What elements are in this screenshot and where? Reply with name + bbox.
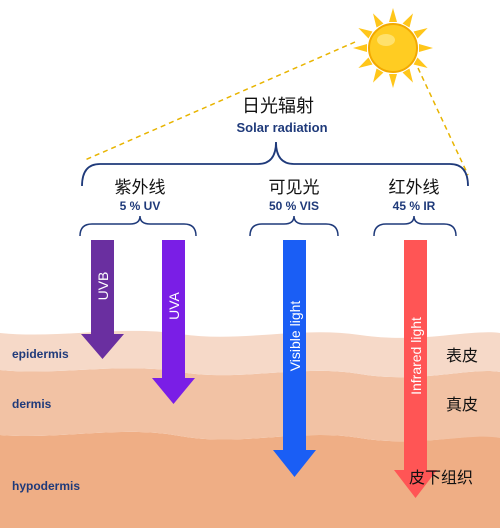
group-uv-en: 5 % UV xyxy=(120,199,161,213)
dermis-zh-label: 真皮 xyxy=(446,395,478,414)
epidermis-label: epidermis xyxy=(12,347,69,361)
sun-ray-left xyxy=(84,41,356,161)
uva-arrow xyxy=(152,240,195,404)
sun-icon xyxy=(353,8,433,88)
dermis-label: dermis xyxy=(12,397,52,411)
title-zh: 日光辐射 xyxy=(242,96,314,117)
ir-bracket xyxy=(373,215,457,237)
vis-bracket xyxy=(249,215,339,237)
main-bracket xyxy=(81,141,469,187)
group-vis-en: 50 % VIS xyxy=(269,199,319,213)
epidermis-zh-label: 表皮 xyxy=(446,346,478,365)
uv-bracket xyxy=(79,215,197,237)
group-ir-en: 45 % IR xyxy=(393,199,436,213)
dermis-layer xyxy=(0,368,500,442)
sun-ray-right xyxy=(417,67,469,176)
hypodermis-layer xyxy=(0,431,500,528)
visible-light-arrow xyxy=(273,240,316,477)
infrared-light-label: Infrared light xyxy=(408,317,424,395)
infrared-light-arrow xyxy=(394,240,437,498)
group-vis-zh: 可见光 xyxy=(269,178,320,198)
group-uv-zh: 紫外线 xyxy=(115,178,166,198)
title-en: Solar radiation xyxy=(236,120,327,135)
epidermis-layer xyxy=(0,330,500,378)
visible-light-label: Visible light xyxy=(287,301,303,372)
uvb-arrow xyxy=(81,240,124,359)
hypodermis-label: hypodermis xyxy=(12,479,80,493)
group-ir-zh: 红外线 xyxy=(389,178,440,198)
uva-label: UVA xyxy=(166,291,182,319)
hypodermis-zh-label: 皮下组织 xyxy=(409,468,473,487)
uvb-label: UVB xyxy=(95,272,111,301)
